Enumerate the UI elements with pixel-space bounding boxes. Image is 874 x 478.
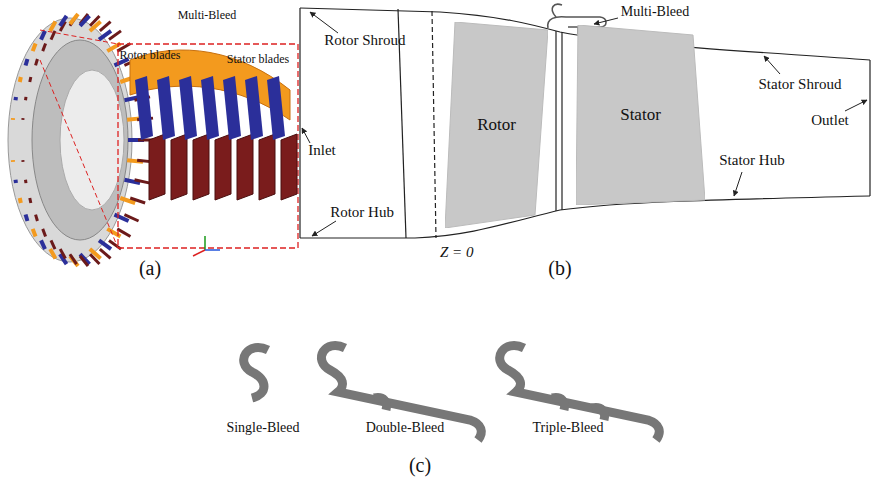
part-label: Stator blades: [227, 53, 289, 66]
panel-letter: (a): [139, 257, 161, 279]
part-label: Multi-Bleed: [178, 9, 237, 22]
panel-letter: (c): [409, 454, 431, 476]
part-label: Double-Bleed: [366, 420, 445, 435]
blade-area: [576, 25, 705, 205]
blade-region: Rotor: [445, 22, 548, 228]
part-label: Rotor Shroud: [324, 32, 405, 49]
part-label: Outlet: [811, 112, 849, 129]
region-label: Rotor: [477, 115, 516, 135]
region-label: Stator: [620, 105, 661, 125]
blade-region: Stator: [576, 25, 705, 205]
blade-area: [445, 22, 548, 228]
part-label: Rotor Hub: [330, 204, 394, 221]
part-label: Single-Bleed: [226, 420, 299, 435]
part-label: Rotor blades: [120, 49, 181, 62]
part-label: Multi-Bleed: [621, 4, 689, 19]
compressor-3d: [8, 14, 298, 266]
part-label: Z = 0: [440, 244, 473, 261]
bleed-configurations: [244, 345, 660, 440]
part-label: Inlet: [308, 142, 336, 159]
part-label: Stator Shroud: [759, 76, 842, 93]
part-label: Stator Hub: [719, 152, 784, 169]
part-label: Triple-Bleed: [532, 420, 603, 435]
meridional-view: [300, 4, 870, 238]
panel-letter: (b): [548, 257, 571, 279]
